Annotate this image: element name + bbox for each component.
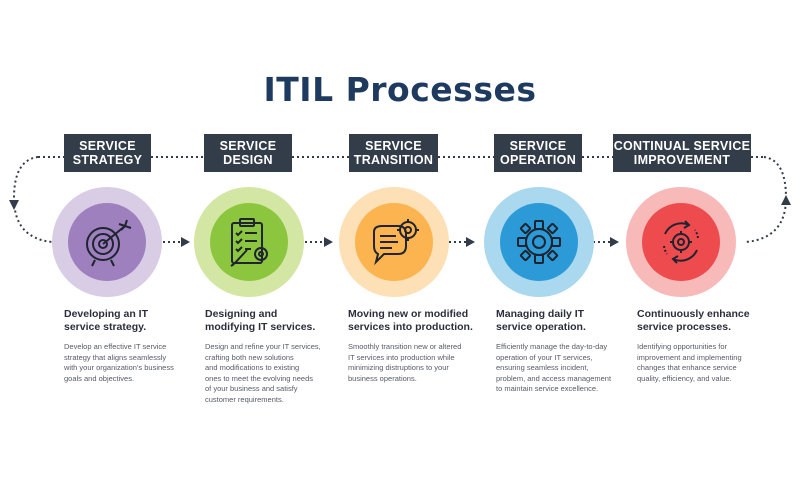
stage-label-service-design: SERVICE DESIGN <box>204 134 292 172</box>
target-icon <box>86 219 132 267</box>
stage-heading: Developing an IT service strategy. <box>64 308 149 333</box>
stage-circle-improvement <box>626 187 736 297</box>
stage-description-transition: Moving new or modified services into pro… <box>348 308 498 384</box>
arrow-right-icon <box>610 237 619 247</box>
stage-label-text: SERVICE TRANSITION <box>353 139 434 167</box>
stage-label-text: SERVICE DESIGN <box>219 139 277 167</box>
stage-circle-inner <box>355 203 433 281</box>
clipboard-gear-icon <box>230 218 268 267</box>
right-arrow-up-icon <box>781 195 791 205</box>
stage-description-operation: Managing daily IT service operation. Eff… <box>496 308 646 395</box>
stage-label-service-transition: SERVICE TRANSITION <box>349 134 438 172</box>
stage-circle-inner <box>68 203 146 281</box>
stage-circle-strategy <box>52 187 162 297</box>
stage-description-improvement: Continuously enhance service processes. … <box>637 308 787 384</box>
arrow-right-icon <box>324 237 333 247</box>
stage-body: Develop an effective IT service strategy… <box>64 342 174 383</box>
stage-circle-operation <box>484 187 594 297</box>
stage-body: Efficiently manage the day-to-day operat… <box>496 342 612 393</box>
gear-cycle-icon <box>663 220 699 264</box>
chat-gear-icon <box>373 219 419 266</box>
stage-label-service-operation: SERVICE OPERATION <box>494 134 582 172</box>
arrow-right-icon <box>181 237 190 247</box>
stage-label-text: SERVICE STRATEGY <box>72 139 143 167</box>
circle-connectors <box>163 237 619 247</box>
stage-description-strategy: Developing an IT service strategy. Devel… <box>64 308 214 384</box>
stage-body: Smoothly transition new or altered IT se… <box>348 342 462 383</box>
stage-circle-inner <box>210 203 288 281</box>
stage-circle-transition <box>339 187 449 297</box>
stage-description-design: Designing and modifying IT services. Des… <box>205 308 355 405</box>
stage-heading: Designing and modifying IT services. <box>205 308 316 333</box>
stage-label-text: SERVICE OPERATION <box>499 139 577 167</box>
arrow-right-icon <box>466 237 475 247</box>
stage-circle-design <box>194 187 304 297</box>
stage-circle-inner <box>642 203 720 281</box>
stage-label-service-strategy: SERVICE STRATEGY <box>64 134 151 172</box>
stage-label-text: CONTINUAL SERVICE IMPROVEMENT <box>613 139 751 167</box>
stage-heading: Managing daily IT service operation. <box>496 308 586 333</box>
gear-icon <box>517 220 561 264</box>
stage-heading: Moving new or modified services into pro… <box>348 308 473 333</box>
page-title: ITIL Processes <box>263 70 537 109</box>
stage-heading: Continuously enhance service processes. <box>637 308 750 333</box>
stage-body: Identifying opportunities for improvemen… <box>637 342 742 383</box>
stage-label-continual-service-improvement: CONTINUAL SERVICE IMPROVEMENT <box>613 134 751 172</box>
stage-body: Design and refine your IT services, craf… <box>205 342 321 404</box>
stage-circle-inner <box>500 203 578 281</box>
left-return-curve <box>12 156 53 243</box>
right-return-curve <box>745 156 788 243</box>
left-arrow-down-icon <box>9 200 19 210</box>
